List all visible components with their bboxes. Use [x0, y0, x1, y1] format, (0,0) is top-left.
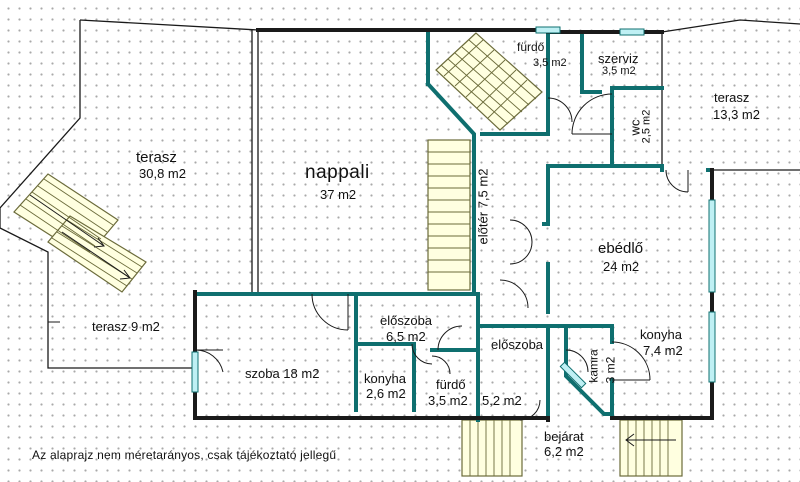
room-furdo-top-name: fürdő	[517, 40, 545, 54]
disclaimer-note: Az alaprajz nem méretarányos, csak tájék…	[32, 448, 337, 462]
central-stair-straight	[427, 139, 471, 291]
room-terasz-right-area: 13,3 m2	[713, 107, 760, 122]
room-terasz-right-name: terasz	[714, 90, 750, 105]
room-wc-area: 2,5 m2	[640, 109, 653, 144]
left-terrace-outline	[0, 19, 259, 369]
room-ebedlo-name: ebédlő	[598, 240, 644, 257]
room-kamra-name: kamra	[586, 349, 601, 383]
room-bejarat-name: bejárat	[544, 429, 584, 444]
room-konyha-small-area: 2,6 m2	[366, 386, 406, 401]
room-terasz-small-label: terasz 9 m2	[92, 319, 160, 334]
room-52-area: 5,2 m2	[482, 393, 522, 408]
room-szerviz-name: szerviz	[598, 51, 639, 66]
central-stair-diagonal	[435, 32, 543, 131]
windows	[191, 26, 716, 393]
room-eloszoba-a-area: 6,5 m2	[386, 329, 426, 344]
entrance-stair-right	[619, 419, 683, 477]
room-konyha-small-name: konyha	[364, 371, 406, 386]
room-nappali-name: nappali	[305, 162, 370, 183]
room-furdo-top-area: 3,5 m2	[533, 57, 567, 69]
entrance-stair-left	[461, 419, 523, 477]
room-eloszoba-b-name: előszoba	[491, 337, 544, 352]
room-eloter-label: előtér 7,5 m2	[475, 168, 491, 245]
door-swings	[194, 93, 689, 421]
room-eloszoba-a-name: előszoba	[380, 313, 433, 328]
room-szerviz-area: 3,5 m2	[602, 65, 636, 77]
room-furdo-bottom-name: fürdő	[436, 377, 466, 392]
interior-walls	[193, 28, 714, 422]
left-stair	[13, 173, 147, 293]
room-ebedlo-area: 24 m2	[603, 259, 640, 274]
room-furdo-bottom-area: 3,5 m2	[428, 393, 468, 408]
room-bejarat-area: 6,2 m2	[544, 444, 584, 459]
right-terrace-outline	[661, 19, 800, 171]
room-terasz-left-area: 30,8 m2	[139, 166, 186, 181]
room-nappali-area: 37 m2	[320, 187, 357, 202]
room-kamra-area: 3 m2	[603, 356, 618, 384]
room-konyha-big-name: konyha	[640, 327, 682, 342]
room-konyha-big-area: 7,4 m2	[643, 343, 683, 358]
room-szoba-label: szoba 18 m2	[245, 366, 320, 381]
room-terasz-left-name: terasz	[136, 149, 177, 166]
